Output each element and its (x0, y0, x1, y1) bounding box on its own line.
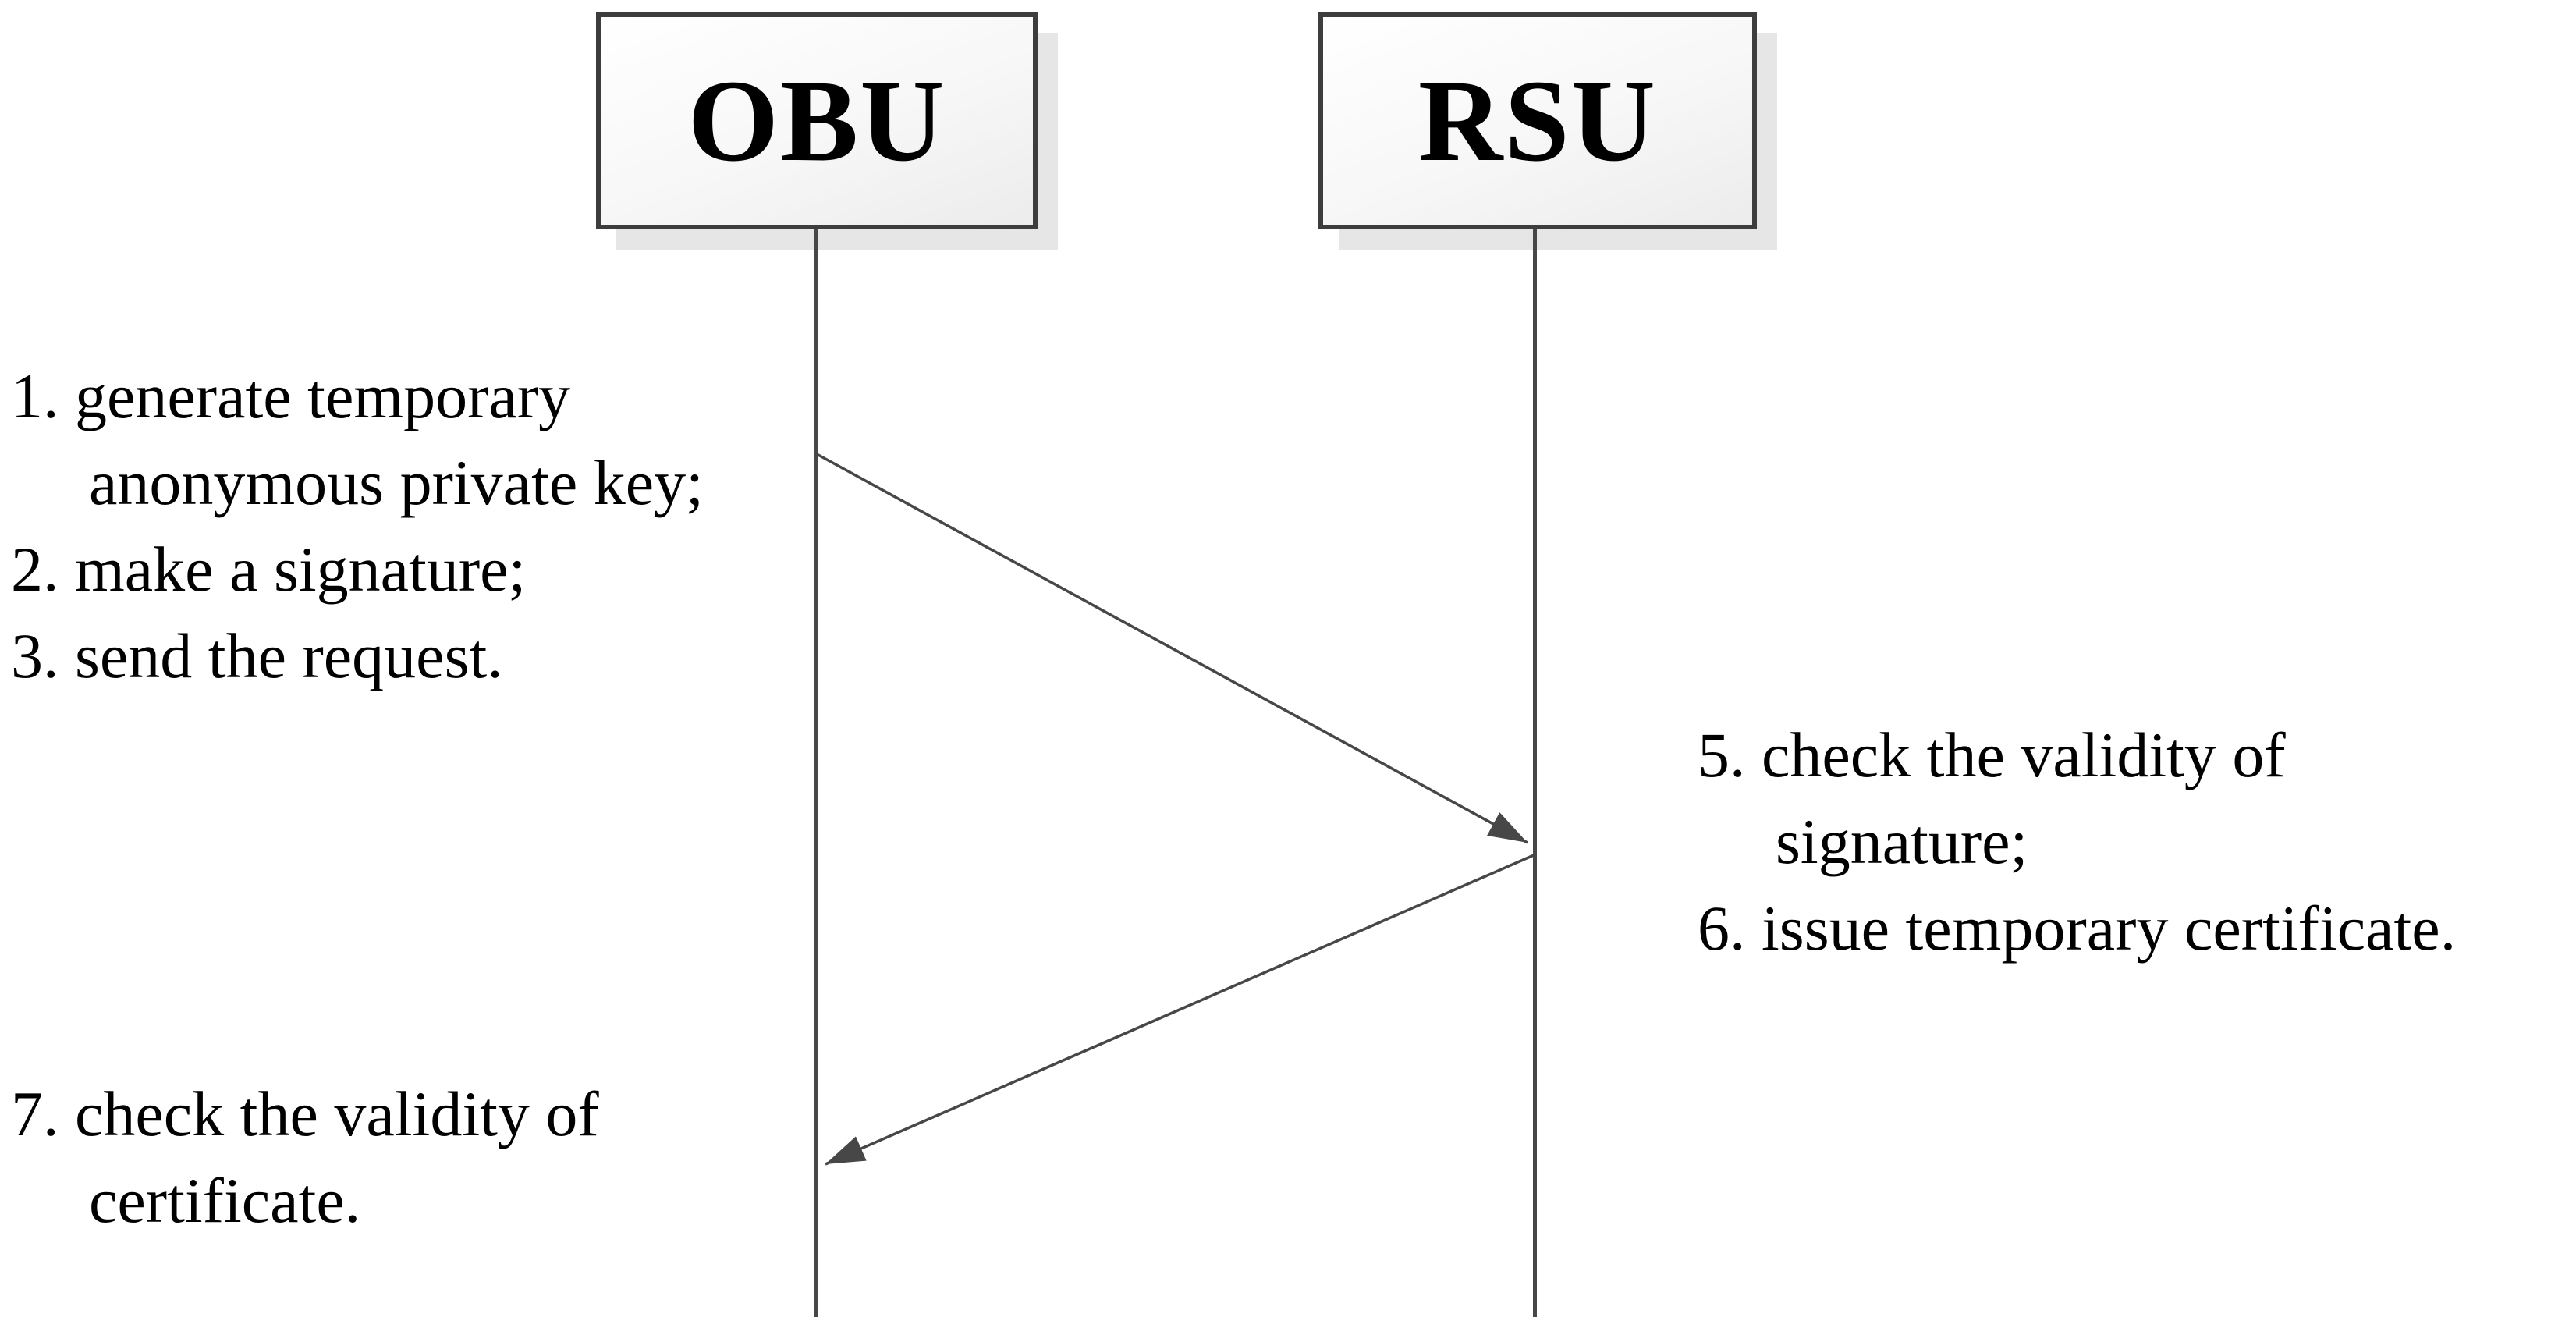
note-rsu-process-steps: 5. check the validity of signature; 6. i… (1698, 712, 2456, 971)
request-arrow (816, 453, 1528, 844)
actor-label-obu: OBU (687, 56, 946, 186)
note-obu-request-line-2: anonymous private key; (89, 447, 704, 518)
certificate-arrow (825, 854, 1535, 1166)
actor-box-obu: OBU (596, 12, 1038, 229)
note-obu-verify-line-1: 7. check the validity of (11, 1078, 599, 1149)
rsu-lifeline (1533, 229, 1537, 1317)
obu-lifeline (814, 229, 818, 1317)
note-rsu-process-line-2: signature; (1776, 806, 2028, 877)
actor-label-rsu: RSU (1418, 56, 1658, 186)
note-obu-request-line-4: 3. send the request. (11, 620, 503, 691)
note-obu-request-steps: 1. generate temporary anonymous private … (11, 353, 704, 699)
actor-box-rsu: RSU (1318, 12, 1757, 229)
note-obu-request-line-3: 2. make a signature; (11, 534, 527, 605)
note-obu-verify-steps: 7. check the validity of certificate. (11, 1071, 599, 1244)
note-obu-verify-line-2: certificate. (89, 1165, 361, 1236)
note-rsu-process-line-3: 6. issue temporary certificate. (1698, 893, 2457, 964)
note-obu-request-line-1: 1. generate temporary (11, 360, 571, 431)
note-rsu-process-line-1: 5. check the validity of (1698, 719, 2286, 790)
